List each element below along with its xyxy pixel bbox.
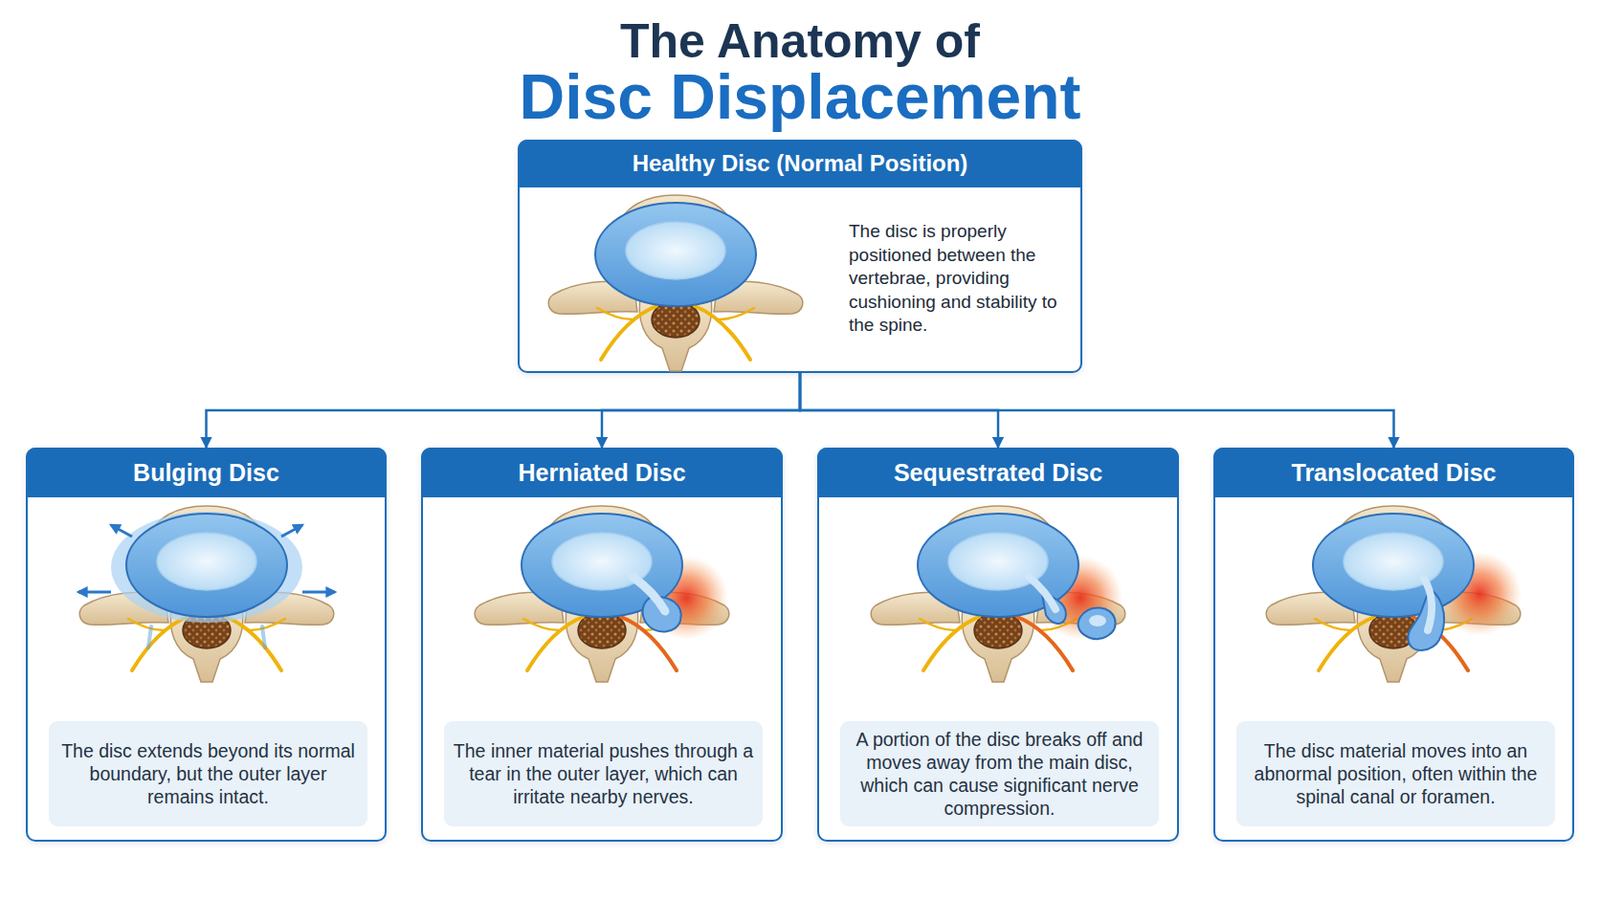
box-description: The disc is properly positioned between … [848, 220, 1075, 338]
box-description: The inner material pushes through a tear… [451, 739, 756, 809]
box-description: A portion of the disc breaks off and mov… [847, 728, 1153, 821]
card-box: Sequestrated Disc A portion of the disc b… [817, 447, 1179, 843]
split-arrow [800, 373, 1395, 448]
diagram-title: The Anatomy of Disc Displacement [436, 13, 1164, 125]
box-heading: Translocated Disc [1213, 447, 1575, 498]
box-heading: Bulging Disc [25, 447, 387, 498]
box-heading: Herniated Disc [421, 447, 783, 498]
title-spacer [436, 13, 590, 62]
title-spacer [1010, 13, 1164, 62]
card-box: Herniated DiscThe inner material pushes … [421, 447, 783, 843]
description-panel: A portion of the disc breaks off and mov… [840, 721, 1159, 827]
card-box: Translocated DiscThe disc material moves… [1213, 447, 1575, 843]
box-description: The disc extends beyond its normal bound… [56, 739, 361, 809]
box-heading: Healthy Disc (Normal Position) [517, 139, 1083, 188]
description-panel: The disc extends beyond its normal bound… [48, 721, 368, 827]
box-heading: Sequestrated Disc [817, 447, 1179, 498]
description-panel: The inner material pushes through a tear… [444, 721, 763, 827]
split-arrow [206, 373, 801, 448]
card-box: Bulging DiscThe disc extends beyond its … [25, 447, 387, 843]
split-arrow [800, 373, 999, 448]
main-box: Healthy Disc (Normal Position) The disc i… [517, 139, 1083, 374]
split-arrow [601, 373, 800, 448]
box-description: The disc material moves into an abnormal… [1244, 739, 1549, 809]
description-panel: The disc material moves into an abnormal… [1236, 721, 1556, 827]
